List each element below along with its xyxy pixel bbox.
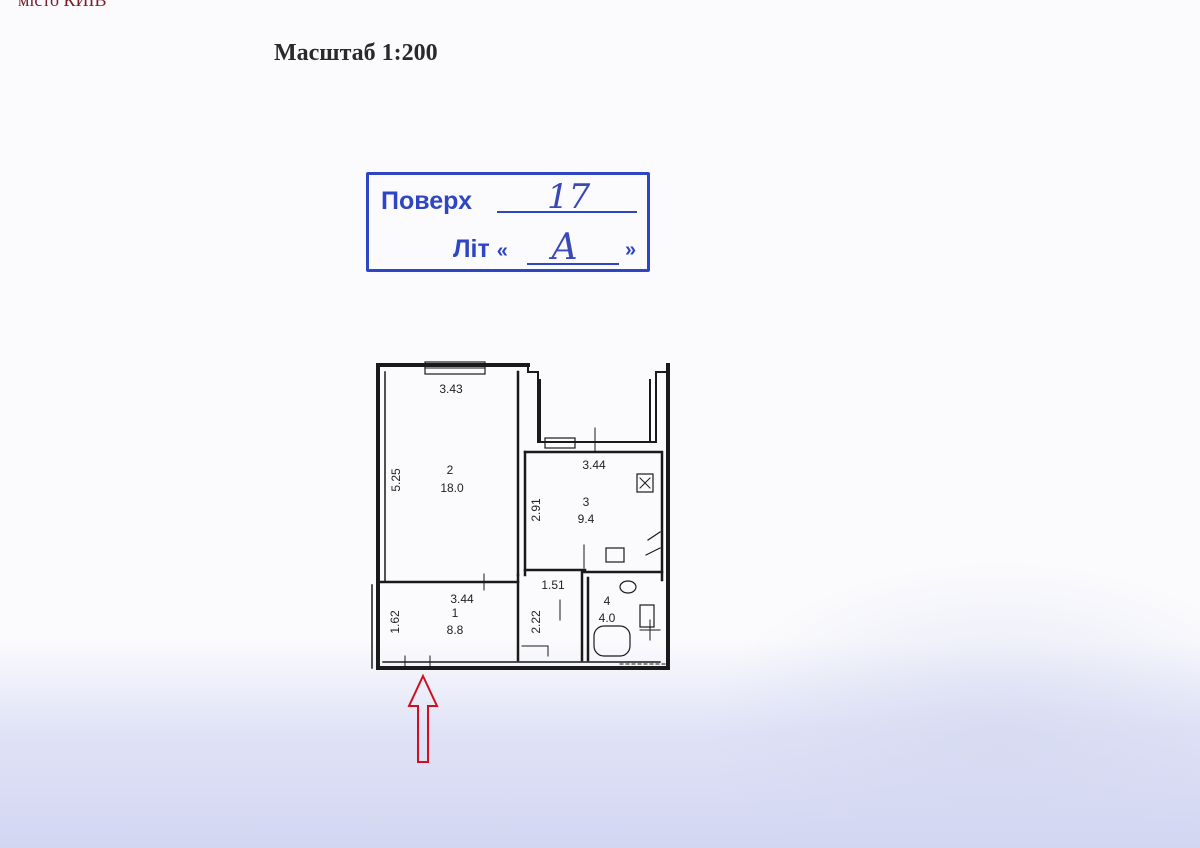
dim-room2-height: 5.25 (389, 468, 403, 492)
letter-close-quote: » (625, 239, 637, 261)
letter-value: А (551, 227, 579, 268)
dim-room1-height: 1.62 (388, 610, 402, 634)
entrance-arrow-icon (407, 673, 439, 763)
stove (636, 473, 654, 493)
bathtub (593, 625, 631, 657)
dim-room1-width: 3.44 (450, 592, 474, 606)
room-3-area: 9.4 (578, 512, 595, 526)
room-4-number: 4 (604, 594, 611, 608)
floor-value: 17 (547, 177, 591, 217)
floor-stamp: Поверх 17 Літ « А » (366, 172, 650, 272)
scale-label: Масштаб 1:200 (274, 40, 438, 66)
balcony-door (544, 437, 576, 449)
cut-header-text: місто КИЇВ (18, 0, 107, 10)
room-1-area: 8.8 (447, 623, 464, 637)
room-4-area: 4.0 (599, 611, 616, 625)
dim-room2-width: 3.43 (439, 382, 463, 396)
kitchen-vent (645, 531, 661, 556)
letter-underline (527, 263, 619, 265)
wall-room2-right (516, 370, 527, 577)
floor-label: Поверх (381, 187, 473, 215)
dim-room3-width: 3.44 (582, 458, 606, 472)
room-3-number: 3 (583, 495, 590, 509)
dim-room3-height: 2.91 (529, 498, 543, 522)
stove-detail (639, 477, 651, 489)
letter-open-quote: « (496, 240, 508, 262)
room-2-area: 18.0 (440, 481, 464, 495)
sink (639, 604, 655, 628)
room-2-number: 2 (447, 463, 454, 477)
wall-hall (516, 568, 587, 662)
plan-walls (371, 361, 670, 670)
outer-wall-inner (382, 371, 661, 663)
dim-hall-height: 2.22 (529, 610, 543, 634)
letter-label-row: Літ « (453, 235, 508, 264)
balcony-outline (527, 364, 669, 443)
letter-label: Літ (453, 235, 490, 263)
wall-room3 (523, 450, 664, 582)
toilet (619, 580, 637, 594)
floor-underline (497, 211, 637, 213)
outer-wall (376, 363, 670, 670)
kitchen-sink (605, 547, 625, 563)
dim-hall-width: 1.51 (541, 578, 565, 592)
wall-bath (580, 570, 664, 662)
room-1-number: 1 (452, 606, 459, 620)
